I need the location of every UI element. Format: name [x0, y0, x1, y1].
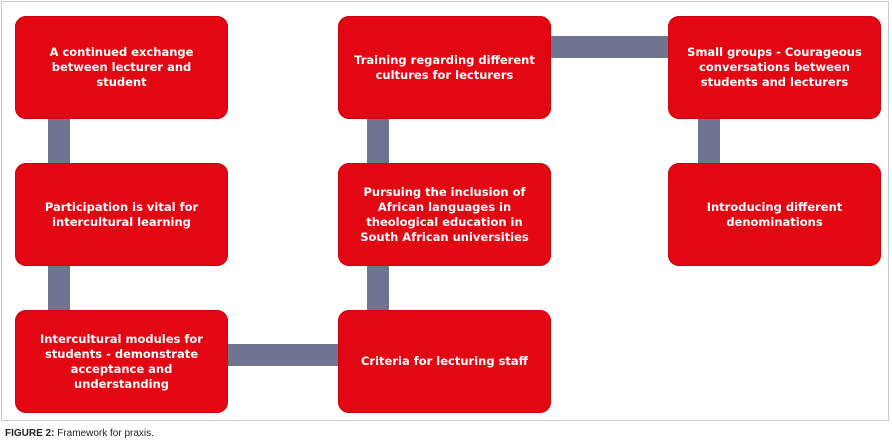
box-african-languages-text: Pursuing the inclusion of African langua…: [360, 184, 529, 244]
box-participation-text: Participation is vital for intercultural…: [44, 199, 199, 229]
box-training-cultures: Training regarding different cultures fo…: [338, 16, 551, 119]
connector-b4-b5: [367, 264, 389, 312]
box-denominations-text: Introducing different denominations: [706, 199, 843, 229]
box-small-groups: Small groups - Courageous conversations …: [668, 16, 881, 119]
connector-b1-b2: [48, 119, 70, 165]
connector-b5-b6: [367, 119, 389, 165]
diagram-frame: A continued exchange between lecturer an…: [1, 1, 889, 421]
figure-caption: FIGURE 2: Framework for praxis.: [5, 428, 154, 439]
box-intercultural-modules: Intercultural modules for students - dem…: [15, 310, 228, 413]
box-continued-exchange: A continued exchange between lecturer an…: [15, 16, 228, 119]
box-criteria-lecturing-staff-text: Criteria for lecturing staff: [360, 354, 528, 368]
figure-caption-label: FIGURE 2:: [5, 428, 55, 439]
box-criteria-lecturing-staff: Criteria for lecturing staff: [338, 310, 551, 413]
connector-b3-b4: [227, 344, 341, 366]
box-denominations: Introducing different denominations: [668, 163, 881, 266]
connector-b6-b7: [550, 36, 670, 58]
box-african-languages: Pursuing the inclusion of African langua…: [338, 163, 551, 266]
connector-b2-b3: [48, 264, 70, 312]
figure-caption-text: Framework for praxis.: [54, 428, 154, 439]
connector-b7-b8: [698, 119, 720, 165]
box-small-groups-text: Small groups - Courageous conversations …: [687, 45, 862, 89]
box-continued-exchange-text: A continued exchange between lecturer an…: [49, 45, 194, 89]
box-participation: Participation is vital for intercultural…: [15, 163, 228, 266]
box-intercultural-modules-text: Intercultural modules for students - dem…: [40, 331, 203, 391]
box-training-cultures-text: Training regarding different cultures fo…: [354, 52, 535, 82]
